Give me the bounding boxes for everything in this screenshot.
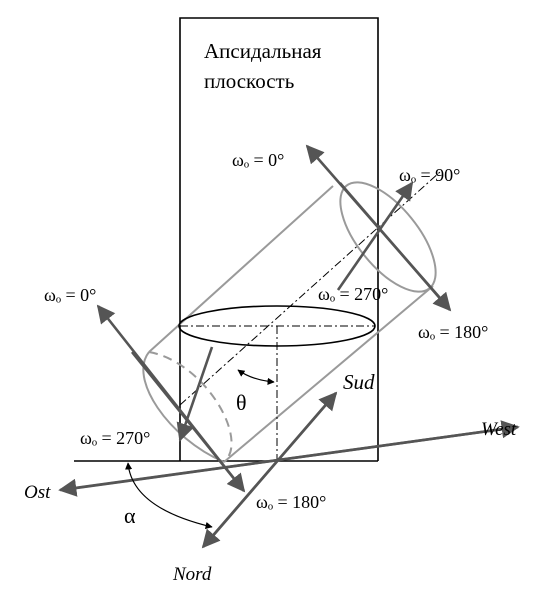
ost-label: Ost: [24, 482, 51, 503]
omega-bottom-270-label: ωₒ = 270°: [80, 428, 150, 448]
alpha-arc: [124, 462, 213, 530]
nord-label: Nord: [172, 564, 212, 585]
arrow-nord: [201, 392, 337, 549]
theta-arc: [237, 369, 275, 385]
cylinder-side-upper: [148, 185, 334, 353]
omega-top-90-label: ωₒ = 90°: [399, 165, 460, 185]
cylinder-bottom-end-back: [148, 351, 233, 463]
omega-top-0-label: ωₒ = 0°: [232, 150, 284, 170]
tilted-cylinder: [142, 181, 437, 463]
arrow-top-180: [339, 182, 452, 312]
apsidal-plane-label-line1: Апсидальная: [204, 39, 322, 63]
cylinder-axis: [179, 171, 441, 406]
omega-bottom-180-label: ωₒ = 180°: [256, 492, 326, 512]
apsidal-plane-rect: [179, 17, 379, 461]
theta-label: θ: [236, 390, 247, 415]
alpha-label: α: [124, 503, 136, 528]
omega-top-270-label: ωₒ = 270°: [318, 284, 388, 304]
arrow-bottom-270: [176, 346, 214, 442]
sud-label: Sud: [343, 370, 375, 394]
arrow-top-90: [336, 181, 414, 291]
omega-top-180-label: ωₒ = 180°: [418, 322, 488, 342]
west-label: West: [481, 419, 517, 440]
omega-bottom-0-label: ωₒ = 0°: [44, 285, 96, 305]
apsidal-plane-label-line2: плоскость: [204, 69, 294, 93]
cylinder-bottom-end-front: [142, 351, 225, 463]
cylinder-side-lower: [223, 285, 434, 463]
